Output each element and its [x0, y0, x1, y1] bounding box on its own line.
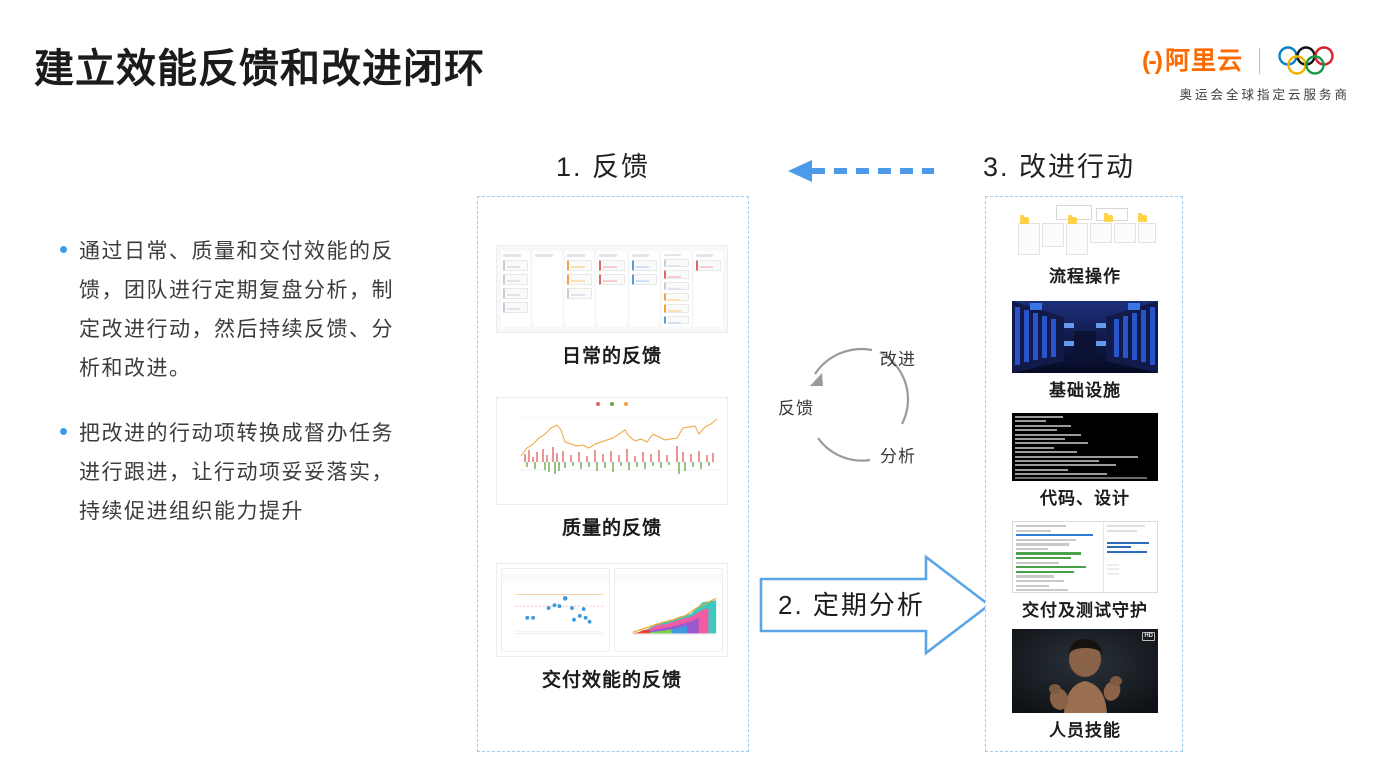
hd-badge: HD — [1142, 632, 1155, 641]
list-item: 把改进的行动项转换成督办任务进行跟进，让行动项妥妥落实，持续促进组织能力提升 — [60, 414, 410, 531]
brand-logo-block: (-) 阿里云 奥运会全球指定云服务商 — [1100, 44, 1350, 110]
brand-divider — [1259, 48, 1260, 74]
page-title: 建立效能反馈和改进闭环 — [34, 47, 485, 91]
cycle-label-feedback: 反馈 — [778, 399, 814, 418]
process-flow-thumbnail — [1012, 203, 1158, 259]
action-item-caption: 代码、设计 — [1040, 489, 1130, 508]
feedback-column-heading: 1. 反馈 — [556, 152, 651, 182]
action-item-delivery-test[interactable]: 交付及测试守护 — [986, 521, 1184, 621]
quality-chart-thumbnail — [496, 397, 728, 505]
cycle-label-analyze: 分析 — [880, 447, 916, 466]
alibaba-cloud-mark-icon: (-) — [1142, 46, 1163, 75]
delivery-charts-thumbnail — [496, 563, 728, 657]
action-item-infrastructure[interactable]: 基础设施 — [986, 301, 1184, 401]
bullet-text: 通过日常、质量和交付效能的反馈，团队进行定期复盘分析，制定改进行动，然后持续反馈… — [79, 240, 394, 380]
action-item-caption: 交付及测试守护 — [1022, 601, 1148, 620]
feedback-item-daily[interactable]: 日常的反馈 — [496, 245, 728, 368]
bullet-dot-icon — [60, 428, 67, 435]
feedback-item-caption: 日常的反馈 — [561, 346, 662, 367]
brand-subtitle: 奥运会全球指定云服务商 — [1179, 88, 1350, 102]
cycle-label-improve: 改进 — [880, 350, 916, 369]
action-item-process[interactable]: 流程操作 — [986, 203, 1184, 287]
action-item-caption: 流程操作 — [1049, 267, 1121, 286]
bullet-text: 把改进的行动项转换成督办任务进行跟进，让行动项妥妥落实，持续促进组织能力提升 — [79, 422, 394, 523]
action-column-heading: 3. 改进行动 — [983, 152, 1136, 182]
action-item-caption: 人员技能 — [1049, 721, 1121, 740]
feedback-item-caption: 交付效能的反馈 — [541, 670, 682, 691]
feedback-column-box: 日常的反馈 — [477, 196, 749, 752]
bullet-list: 通过日常、质量和交付效能的反馈，团队进行定期复盘分析，制定改进行动，然后持续反馈… — [60, 232, 410, 557]
datacenter-thumbnail — [1012, 301, 1158, 373]
action-item-code-design[interactable]: 代码、设计 — [986, 413, 1184, 509]
feedback-item-delivery[interactable]: 交付效能的反馈 — [496, 563, 728, 692]
bullet-dot-icon — [60, 246, 67, 253]
action-item-people-skills[interactable]: HD 人员技能 — [986, 629, 1184, 741]
periodic-analysis-label: 2. 定期分析 — [778, 590, 925, 620]
scatter-chart-panel — [501, 568, 610, 652]
brand-row: (-) 阿里云 — [1100, 44, 1350, 78]
feedback-item-caption: 质量的反馈 — [561, 518, 662, 539]
periodic-analysis-arrow-shape — [759, 554, 992, 656]
olympic-rings-icon — [1278, 46, 1334, 75]
action-item-caption: 基础设施 — [1049, 381, 1121, 400]
kanban-board-thumbnail — [496, 245, 728, 333]
action-column-box: 流程操作 — [985, 196, 1183, 752]
brand-name-label: 阿里云 — [1164, 46, 1243, 75]
terminal-thumbnail — [1012, 413, 1158, 481]
feedback-item-quality[interactable]: 质量的反馈 — [496, 397, 728, 540]
dashed-left-arrow-icon — [788, 160, 934, 182]
cycle-arrow-icon — [810, 347, 910, 462]
alibaba-cloud-logo: (-) 阿里云 — [1142, 46, 1243, 75]
quality-chart-svg — [519, 417, 719, 474]
stacked-area-chart-panel — [614, 568, 723, 652]
portrait-thumbnail: HD — [1012, 629, 1158, 713]
test-document-thumbnail — [1012, 521, 1158, 593]
list-item: 通过日常、质量和交付效能的反馈，团队进行定期复盘分析，制定改进行动，然后持续反馈… — [60, 232, 410, 388]
improvement-cycle-diagram: 反馈 改进 分析 — [762, 330, 962, 482]
